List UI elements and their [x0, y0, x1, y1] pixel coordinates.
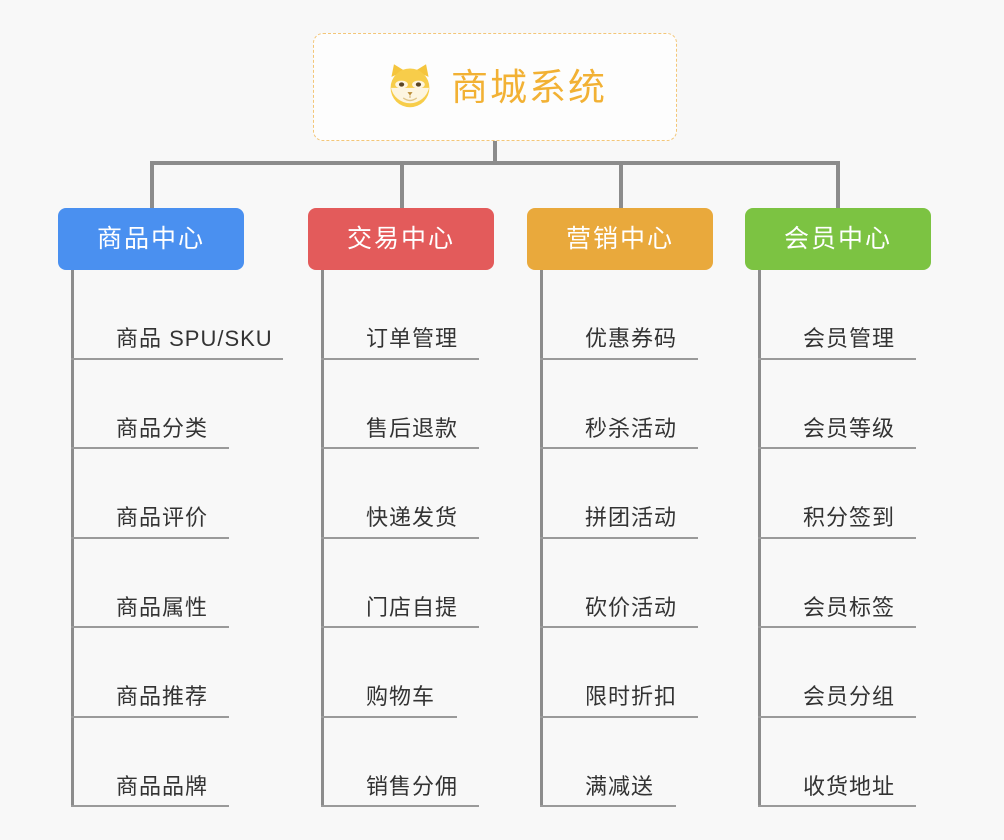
- leaf-item[interactable]: 商品分类: [71, 360, 229, 449]
- branch-spine-2: [321, 270, 324, 807]
- leaf-item[interactable]: 积分签到: [758, 449, 916, 539]
- leaf-list-3: 优惠券码 秒杀活动 拼团活动 砍价活动 限时折扣 满减送: [527, 270, 753, 807]
- leaf-label: 砍价活动: [585, 594, 678, 620]
- leaf-item[interactable]: 购物车: [321, 628, 457, 718]
- leaf-label: 限时折扣: [585, 684, 678, 710]
- branch-header-1[interactable]: 商品中心: [58, 208, 244, 270]
- branch-header-label-2: 交易中心: [346, 224, 455, 253]
- leaf-label: 销售分佣: [366, 773, 459, 799]
- branch-交易中心: 交易中心 订单管理 售后退款 快递发货 门店自提 购物车 销售分佣: [308, 208, 534, 807]
- leaf-item[interactable]: 销售分佣: [321, 718, 479, 807]
- root-node[interactable]: 商城系统: [313, 33, 677, 141]
- connector-root-stem: [493, 141, 497, 165]
- leaf-item[interactable]: 商品评价: [71, 449, 229, 539]
- branch-header-3[interactable]: 营销中心: [527, 208, 713, 270]
- leaf-label: 商品品牌: [116, 773, 209, 799]
- branch-spine-1: [71, 270, 74, 807]
- leaf-label: 售后退款: [366, 415, 459, 441]
- leaf-label: 优惠券码: [585, 326, 678, 352]
- branch-会员中心: 会员中心 会员管理 会员等级 积分签到 会员标签 会员分组 收货地址: [745, 208, 971, 807]
- leaf-list-2: 订单管理 售后退款 快递发货 门店自提 购物车 销售分佣: [308, 270, 534, 807]
- connector-drop-4: [836, 161, 840, 208]
- leaf-item[interactable]: 售后退款: [321, 360, 479, 449]
- leaf-item[interactable]: 限时折扣: [540, 628, 698, 718]
- leaf-label: 商品属性: [116, 594, 209, 620]
- branch-header-2[interactable]: 交易中心: [308, 208, 494, 270]
- shiba-dog-emoji: [383, 60, 437, 114]
- leaf-label: 门店自提: [366, 594, 459, 620]
- leaf-label: 购物车: [366, 684, 436, 710]
- branch-header-4[interactable]: 会员中心: [745, 208, 931, 270]
- connector-horizontal-bus: [150, 161, 840, 165]
- leaf-item[interactable]: 会员等级: [758, 360, 916, 449]
- leaf-label: 订单管理: [366, 326, 459, 352]
- connector-drop-2: [400, 161, 404, 208]
- leaf-label: 商品评价: [116, 505, 209, 531]
- leaf-label: 快递发货: [366, 505, 459, 531]
- leaf-label: 秒杀活动: [585, 415, 678, 441]
- leaf-label: 积分签到: [803, 505, 896, 531]
- leaf-label: 会员标签: [803, 594, 896, 620]
- leaf-item[interactable]: 拼团活动: [540, 449, 698, 539]
- leaf-item[interactable]: 会员管理: [758, 270, 916, 360]
- leaf-label: 商品推荐: [116, 684, 209, 710]
- leaf-item[interactable]: 会员分组: [758, 628, 916, 718]
- branch-header-label-4: 会员中心: [783, 224, 892, 253]
- leaf-item[interactable]: 满减送: [540, 718, 676, 807]
- leaf-label: 满减送: [585, 773, 655, 799]
- leaf-label: 会员等级: [803, 415, 896, 441]
- root-title: 商城系统: [451, 66, 607, 108]
- connector-drop-3: [619, 161, 623, 208]
- leaf-item[interactable]: 商品属性: [71, 539, 229, 628]
- leaf-item[interactable]: 优惠券码: [540, 270, 698, 360]
- branch-header-label-3: 营销中心: [565, 224, 674, 253]
- branch-header-label-1: 商品中心: [96, 224, 205, 253]
- leaf-label: 收货地址: [803, 773, 896, 799]
- leaf-item[interactable]: 商品 SPU/SKU: [71, 270, 283, 360]
- leaf-item[interactable]: 秒杀活动: [540, 360, 698, 449]
- leaf-item[interactable]: 商品推荐: [71, 628, 229, 718]
- branch-商品中心: 商品中心 商品 SPU/SKU 商品分类 商品评价 商品属性 商品推荐 商品品牌: [58, 208, 284, 807]
- leaf-list-1: 商品 SPU/SKU 商品分类 商品评价 商品属性 商品推荐 商品品牌: [58, 270, 284, 807]
- branch-营销中心: 营销中心 优惠券码 秒杀活动 拼团活动 砍价活动 限时折扣 满减送: [527, 208, 753, 807]
- leaf-item[interactable]: 会员标签: [758, 539, 916, 628]
- leaf-item[interactable]: 门店自提: [321, 539, 479, 628]
- connector-drop-1: [150, 161, 154, 208]
- leaf-item[interactable]: 商品品牌: [71, 718, 229, 807]
- leaf-list-4: 会员管理 会员等级 积分签到 会员标签 会员分组 收货地址: [745, 270, 971, 807]
- leaf-item[interactable]: 订单管理: [321, 270, 479, 360]
- leaf-item[interactable]: 砍价活动: [540, 539, 698, 628]
- leaf-label: 会员管理: [803, 326, 896, 352]
- leaf-label: 商品 SPU/SKU: [116, 326, 273, 352]
- leaf-item[interactable]: 收货地址: [758, 718, 916, 807]
- branch-spine-4: [758, 270, 761, 807]
- branch-spine-3: [540, 270, 543, 807]
- leaf-item[interactable]: 快递发货: [321, 449, 479, 539]
- leaf-label: 会员分组: [803, 684, 896, 710]
- leaf-label: 拼团活动: [585, 505, 678, 531]
- leaf-label: 商品分类: [116, 415, 209, 441]
